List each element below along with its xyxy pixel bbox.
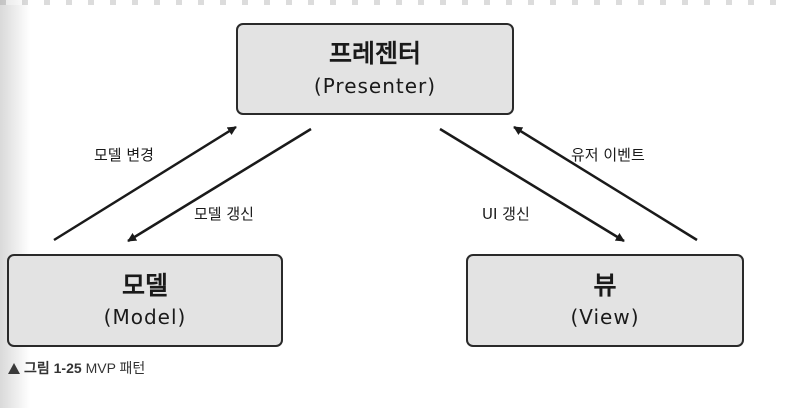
edge-label-model-change: 모델 변경 bbox=[94, 146, 154, 164]
edge-label-ui-update: UI 갱신 bbox=[482, 205, 530, 223]
arrow-model-change bbox=[53, 125, 237, 242]
view-node: 뷰 (View) bbox=[466, 254, 744, 347]
view-title: 뷰 bbox=[593, 270, 617, 300]
figure-caption: 그림 1-25 MVP 패턴 bbox=[8, 358, 145, 378]
arrow-user-event bbox=[513, 125, 698, 242]
arrow-model-update bbox=[127, 127, 312, 243]
triangle-icon bbox=[8, 363, 20, 374]
model-node: 모델 (Model) bbox=[7, 254, 283, 347]
model-subtitle: (Model) bbox=[103, 305, 187, 330]
presenter-node: 프레젠터 (Presenter) bbox=[236, 23, 514, 115]
figure-number: 그림 1-25 bbox=[24, 360, 82, 376]
view-subtitle: (View) bbox=[570, 305, 640, 330]
presenter-title: 프레젠터 bbox=[328, 39, 421, 69]
presenter-subtitle: (Presenter) bbox=[313, 73, 437, 98]
edge-label-user-event: 유저 이벤트 bbox=[571, 146, 645, 164]
arrow-ui-update bbox=[439, 127, 625, 243]
model-title: 모델 bbox=[121, 270, 168, 300]
figure-caption-text: MVP 패턴 bbox=[85, 360, 146, 376]
top-cropped-text-strip bbox=[0, 0, 786, 5]
edge-label-model-update: 모델 갱신 bbox=[194, 205, 254, 223]
